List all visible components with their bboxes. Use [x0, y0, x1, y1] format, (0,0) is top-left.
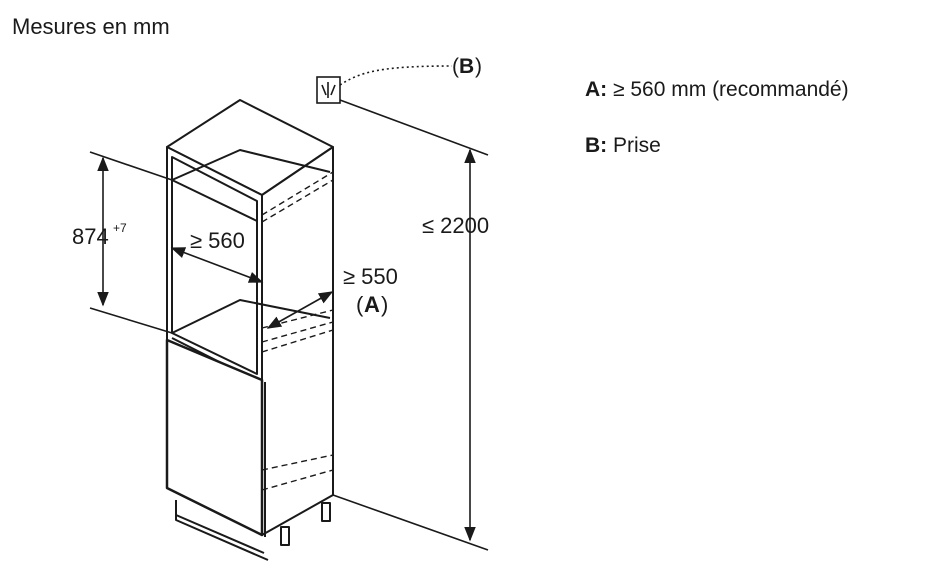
- plinth-line: [175, 514, 265, 554]
- extension-line: [332, 494, 489, 551]
- depth-ref-open: (: [356, 292, 364, 317]
- cabinet-foot: [280, 526, 290, 546]
- socket-label-close: ): [475, 55, 482, 78]
- cabinet-plinth: [175, 500, 269, 561]
- depth-ref-close: ): [381, 292, 388, 317]
- legend-text-b: Prise: [613, 134, 661, 157]
- tall-cabinet: [165, 99, 334, 561]
- niche-height-label: 874: [72, 224, 109, 249]
- power-socket-icon: [316, 76, 341, 104]
- legend-key-b: B:: [585, 134, 608, 157]
- total-height-label: ≤ 2200: [422, 213, 489, 238]
- niche-depth-label: ≥ 550: [343, 264, 398, 289]
- cabinet-foot: [321, 502, 331, 522]
- page-title: Mesures en mm: [12, 14, 170, 39]
- niche-top-shelf: [171, 149, 331, 181]
- socket-label-open: (: [452, 55, 459, 78]
- extension-line: [339, 99, 489, 156]
- legend-item-a: A: ≥ 560 mm (recommandé): [585, 78, 849, 102]
- socket-pin: [321, 84, 327, 96]
- hidden-line: [261, 171, 334, 216]
- socket-ref-label: B: [459, 55, 474, 78]
- niche-depth-arrow: [266, 291, 334, 329]
- cabinet-side: [261, 146, 334, 536]
- hidden-line: [261, 329, 334, 353]
- niche-width-arrow: [170, 247, 264, 283]
- legend-key-a: A:: [585, 78, 608, 101]
- niche-width-label: ≥ 560: [190, 228, 245, 253]
- niche-top-shelf-front: [171, 179, 258, 222]
- hidden-line: [261, 454, 334, 471]
- legend-text-a: ≥ 560 mm (recommandé): [613, 78, 849, 101]
- niche-height-dimension: [89, 151, 173, 334]
- socket-leader: [339, 65, 453, 86]
- niche-depth-ref-label: A: [364, 292, 380, 317]
- extension-line: [89, 307, 173, 334]
- niche-height-tolerance: +7: [113, 221, 127, 235]
- legend-item-b: B: Prise: [585, 134, 661, 158]
- socket-pin: [330, 84, 336, 96]
- hidden-line: [261, 179, 334, 223]
- lower-door: [165, 338, 264, 537]
- hidden-line: [261, 469, 334, 491]
- total-height-dimension: [332, 99, 489, 551]
